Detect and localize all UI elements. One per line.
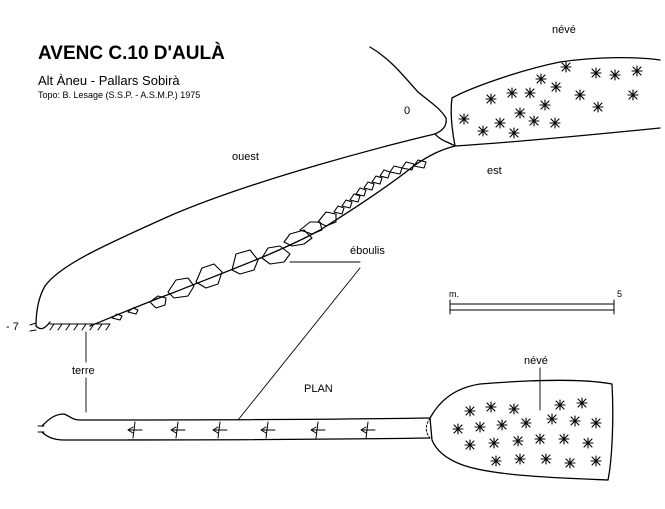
eboulis-boulders (111, 159, 427, 321)
shaft-wall (434, 133, 456, 147)
neve-outline-section (450, 56, 661, 147)
terre-hatch (49, 323, 111, 331)
plan-entrance-line (425, 417, 431, 439)
neve-stars-plan (452, 397, 602, 469)
entrance-zero-label: 0 (404, 105, 411, 117)
end-ticks (29, 322, 37, 332)
eboulis-leader-2 (237, 267, 361, 421)
cave-end (35, 321, 51, 330)
page-title: AVENC C.10 D'AULÀ (38, 43, 225, 64)
plan-arrows (127, 421, 376, 439)
est-label: est (487, 165, 502, 177)
neve-outline-plan (429, 379, 614, 481)
scale-bar (449, 299, 615, 315)
neve-stars-section (458, 61, 643, 139)
plan-label: PLAN (304, 383, 333, 395)
survey-credit: Topo: B. Lesage (S.S.P. - A.S.M.P.) 1975 (38, 90, 201, 100)
depth-minus7-label: - 7 (6, 321, 19, 333)
ouest-label: ouest (232, 151, 259, 163)
neve-label-plan: névé (524, 355, 548, 367)
scale-max-label: 5 (617, 289, 623, 299)
location-subtitle: Alt Àneu - Pallars Sobirà (38, 73, 180, 88)
plan-passage (41, 413, 431, 441)
plan-end-ticks (37, 425, 45, 433)
surface-line (35, 46, 447, 327)
neve-label-section: névé (552, 24, 576, 36)
eboulis-label: éboulis (350, 245, 385, 257)
terre-label: terre (72, 365, 95, 377)
cave-floor (89, 145, 456, 327)
scale-unit-label: m. (449, 289, 459, 299)
